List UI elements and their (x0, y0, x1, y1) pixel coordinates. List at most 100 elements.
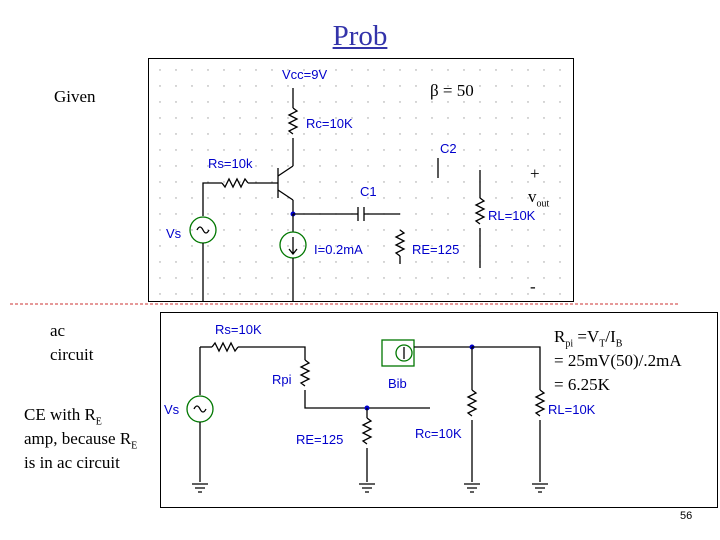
grid-dot (559, 245, 561, 247)
grid-dot (207, 133, 209, 135)
grid-dot (319, 69, 321, 71)
grid-dot (559, 197, 561, 199)
grid-dot (223, 261, 225, 263)
grid-dot (383, 229, 385, 231)
grid-dot (447, 245, 449, 247)
grid-dot (159, 261, 161, 263)
grid-dot (271, 213, 273, 215)
grid-dot (463, 229, 465, 231)
section-divider (10, 303, 680, 305)
grid-dot (287, 85, 289, 87)
grid-dot (335, 133, 337, 135)
grid-dot (431, 69, 433, 71)
grid-dot (367, 293, 369, 295)
rl-resistor (474, 197, 486, 225)
grid-dot (223, 213, 225, 215)
grid-dot (367, 133, 369, 135)
grid-dot (239, 261, 241, 263)
grid-dot (479, 149, 481, 151)
grid-dot (559, 213, 561, 215)
grid-dot (559, 69, 561, 71)
grid-dot (191, 117, 193, 119)
grid-dot (527, 261, 529, 263)
grid-dot (495, 293, 497, 295)
grid-dot (207, 213, 209, 215)
grid-dot (207, 197, 209, 199)
grid-dot (527, 69, 529, 71)
grid-dot (191, 69, 193, 71)
grid-dot (303, 165, 305, 167)
re-label: RE=125 (412, 242, 459, 257)
grid-dot (239, 133, 241, 135)
grid-dot (319, 101, 321, 103)
bib-source-box (381, 339, 415, 367)
grid-dot (351, 117, 353, 119)
ac-label-line1: ac (50, 321, 66, 340)
grid-dot (431, 149, 433, 151)
grid-dot (271, 293, 273, 295)
grid-dot (207, 149, 209, 151)
grid-dot (511, 101, 513, 103)
grid-dot (527, 181, 529, 183)
grid-dot (431, 181, 433, 183)
grid-dot (239, 293, 241, 295)
grid-dot (255, 245, 257, 247)
grid-dot (367, 181, 369, 183)
grid-dot (223, 181, 225, 183)
grid-dot (447, 85, 449, 87)
grid-dot (495, 245, 497, 247)
grid-dot (367, 261, 369, 263)
ground3-icon (464, 483, 480, 493)
grid-dot (287, 165, 289, 167)
grid-dot (175, 133, 177, 135)
grid-dot (351, 149, 353, 151)
grid-dot (447, 69, 449, 71)
grid-dot (239, 245, 241, 247)
grid-dot (351, 229, 353, 231)
grid-dot (431, 197, 433, 199)
ground4-icon (532, 483, 548, 493)
grid-dot (303, 181, 305, 183)
grid-dot (447, 117, 449, 119)
grid-dot (255, 261, 257, 263)
grid-dot (559, 149, 561, 151)
grid-dot (367, 197, 369, 199)
grid-dot (207, 69, 209, 71)
grid-dots (159, 69, 561, 295)
grid-dot (303, 117, 305, 119)
grid-dot (383, 181, 385, 183)
grid-dot (447, 197, 449, 199)
grid-dot (159, 213, 161, 215)
page-number: 56 (680, 510, 693, 522)
grid-dot (303, 293, 305, 295)
grid-dot (543, 229, 545, 231)
grid-dot (175, 181, 177, 183)
grid-dot (335, 245, 337, 247)
grid-dot (479, 69, 481, 71)
grid-dot (191, 197, 193, 199)
grid-dot (495, 149, 497, 151)
grid-dot (479, 85, 481, 87)
grid-dot (367, 149, 369, 151)
rpi-vt: =V (573, 327, 600, 346)
grid-dot (383, 261, 385, 263)
grid-dot (495, 133, 497, 135)
grid-dot (159, 149, 161, 151)
grid-dot (159, 85, 161, 87)
grid-dot (303, 101, 305, 103)
grid-dot (191, 101, 193, 103)
grid-dot (335, 165, 337, 167)
grid-dot (191, 181, 193, 183)
grid-dot (479, 165, 481, 167)
grid-dot (463, 117, 465, 119)
grid-dot (431, 245, 433, 247)
grid-dot (367, 69, 369, 71)
grid-dot (207, 165, 209, 167)
grid-dot (399, 197, 401, 199)
rc-label: Rc=10K (306, 116, 353, 131)
ground2-icon (359, 483, 375, 493)
grid-dot (191, 245, 193, 247)
dc-circuit-schematic: Vcc=9V Rc=10K Rs=10k C1 C2 Vs I=0.2mA RE… (148, 58, 574, 302)
ce-line2-text: amp, because R (24, 429, 132, 448)
grid-dot (559, 181, 561, 183)
